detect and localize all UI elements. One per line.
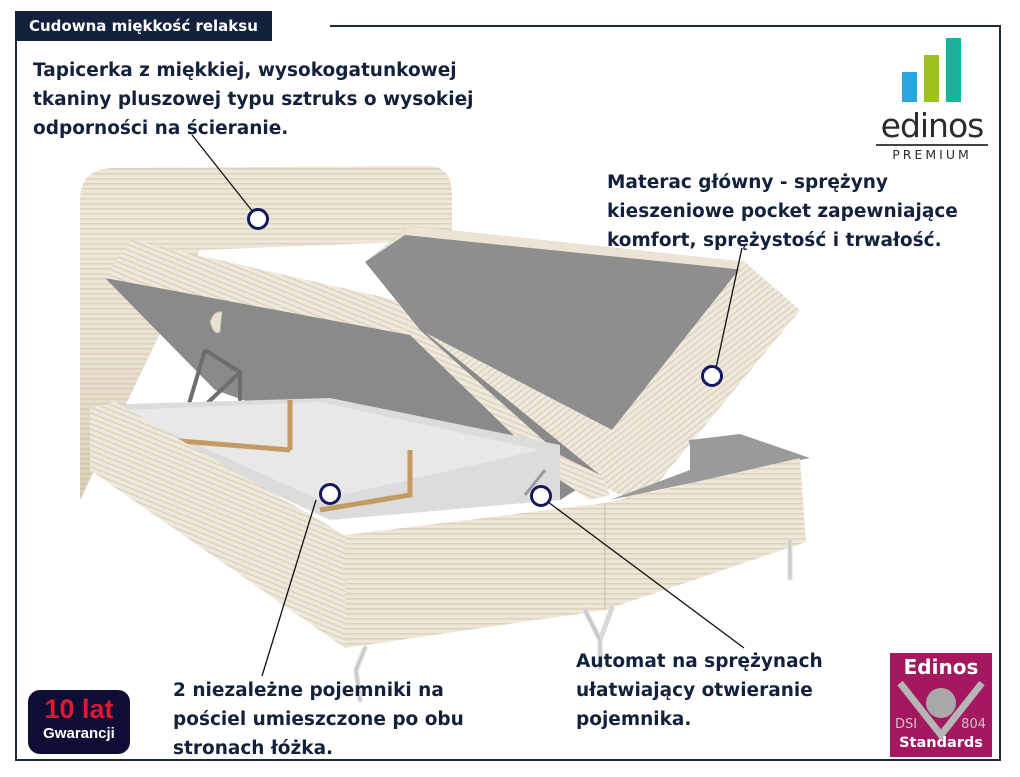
standards-code-left: DSI [895, 717, 918, 732]
logo-tagline: PREMIUM [892, 147, 972, 162]
frame-bottom-border [15, 759, 1001, 761]
warranty-label: Gwarancji [43, 725, 115, 742]
warranty-years: 10 lat [44, 694, 114, 724]
checkmark-circle-icon [897, 680, 985, 741]
logo-divider [876, 144, 988, 146]
marker-mattress [701, 365, 723, 387]
warranty-badge: 10 lat Gwarancji [28, 690, 130, 754]
caption-upholstery: Tapicerka z miękkiej, wysokogatunkowej t… [33, 60, 474, 139]
edinos-standards-badge: Edinos DSI 804 Standards [890, 653, 992, 757]
frame-left-border [15, 25, 17, 761]
standards-title: Edinos [903, 655, 979, 679]
standards-label: Standards [899, 735, 983, 751]
logo-wordmark: edinos [880, 106, 985, 145]
page-title: Cudowna miękkość relaksu [15, 11, 272, 41]
caption-storage: 2 niezależne pojemniki na pościel umiesz… [173, 680, 464, 759]
caption-mattress: Materac główny - sprężyny kieszeniowe po… [607, 172, 958, 251]
edinos-premium-logo: edinos PREMIUM [872, 38, 992, 166]
standards-code-right: 804 [961, 717, 986, 732]
caption-mechanism: Automat na sprężynach ułatwiający otwier… [576, 651, 823, 730]
marker-mechanism [530, 485, 552, 507]
frame-top-border [330, 25, 1001, 27]
marker-storage [319, 483, 341, 505]
callout-markers [247, 208, 723, 507]
marker-upholstery [247, 208, 269, 230]
frame-right-border [999, 25, 1001, 761]
bar-chart-icon [902, 38, 961, 102]
